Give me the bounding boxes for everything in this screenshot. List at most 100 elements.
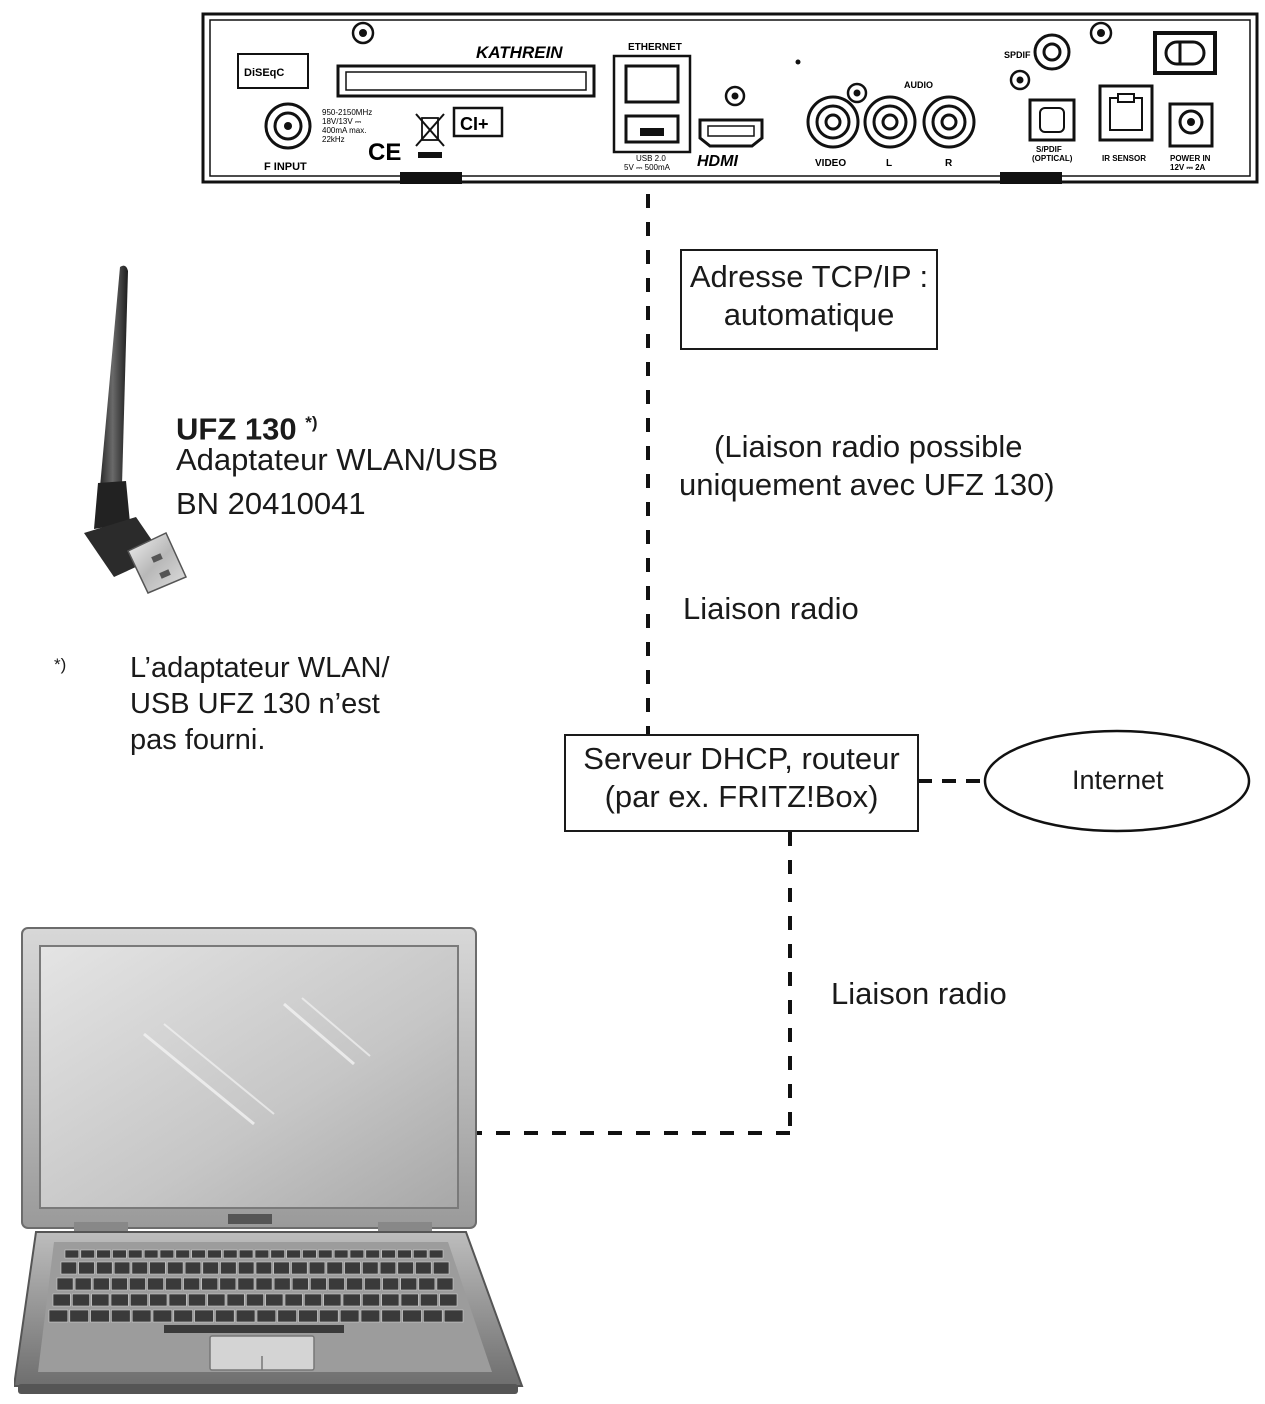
keyboard-key (308, 1261, 326, 1275)
keyboard-key (91, 1293, 110, 1307)
keyboard-key (183, 1277, 201, 1291)
keyboard-key (173, 1309, 193, 1323)
keyboard-key (439, 1293, 458, 1307)
keyboard-key (131, 1309, 152, 1323)
keyboard-key (319, 1309, 339, 1323)
keyboard-key (188, 1293, 206, 1307)
keyboard-key (69, 1309, 89, 1323)
tcp-ip-line1: Adresse TCP/IP : (689, 259, 929, 294)
keyboard-key (400, 1293, 419, 1307)
usb-power-label: 5V ⎓ 500mA (624, 163, 671, 172)
keyboard-key (64, 1249, 80, 1259)
keyboard-key (436, 1277, 454, 1291)
keyboard-key (326, 1261, 343, 1275)
keyboard-key (270, 1249, 285, 1259)
keyboard-key (397, 1261, 414, 1275)
router-line2: (par ex. FRITZ!Box) (604, 779, 879, 814)
ethernet-label: ETHERNET (628, 42, 682, 53)
keyboard-key (255, 1277, 273, 1291)
spdif-label: SPDIF (1004, 50, 1031, 60)
keyboard-key (238, 1249, 254, 1259)
diseqc-logo (237, 53, 309, 89)
keyboard-key (361, 1293, 380, 1307)
keyboard-key (255, 1261, 272, 1275)
keyboard-key (159, 1249, 175, 1259)
keyboard-key (273, 1261, 290, 1275)
weee-bin-icon (415, 113, 445, 158)
screw-icon (1009, 69, 1031, 91)
router-box: Serveur DHCP, routeur (par ex. FRITZ!Box… (564, 734, 919, 832)
keyboard-key (219, 1277, 237, 1291)
keyboard-key (419, 1293, 438, 1307)
keyboard-key (349, 1249, 365, 1259)
screw-icon (846, 82, 868, 104)
keyboard-key (291, 1261, 308, 1275)
keyboard-key (379, 1261, 397, 1275)
ce-mark: CE (368, 139, 401, 166)
card-slot (336, 64, 596, 98)
keyboard-key (96, 1249, 111, 1259)
keyboard-key (143, 1249, 159, 1259)
keyboard-key (346, 1277, 363, 1291)
adapter-model-name: UFZ 130 (176, 411, 297, 447)
keyboard-key (131, 1261, 148, 1275)
keyboard-key (202, 1261, 219, 1275)
receiver-rear-panel: DiSEqC KATHREIN F INPUT 950-2150MHz 18V/… (201, 12, 1259, 184)
keyboard-key (194, 1309, 214, 1323)
radio-link-label-upper: Liaison radio (683, 591, 859, 626)
keyboard-spacebar (164, 1325, 344, 1333)
keyboard-key (111, 1277, 128, 1291)
keyboard-key (344, 1261, 361, 1275)
keyboard-key (184, 1261, 202, 1275)
lnb-spec-line: 400mA max. (322, 126, 366, 135)
keyboard-key (237, 1277, 255, 1291)
keyboard-key (309, 1277, 327, 1291)
footnote-mark: *) (54, 655, 67, 674)
ci-plus-logo (452, 106, 504, 138)
keyboard-key (362, 1261, 379, 1275)
keyboard-key (56, 1277, 74, 1291)
audio-label: AUDIO (904, 80, 933, 90)
keyboard-key (207, 1249, 222, 1259)
receiver-inner-frame (209, 19, 1251, 177)
keyboard-key (238, 1261, 255, 1275)
keyboard-key (90, 1309, 110, 1323)
keyboard-key (96, 1261, 113, 1275)
audio-right-label: R (945, 158, 953, 169)
keyboard-key (256, 1309, 277, 1323)
optical-port (1028, 98, 1076, 142)
keyboard-key (223, 1249, 238, 1259)
router-line1: Serveur DHCP, routeur (583, 741, 900, 776)
keyboard-key (80, 1249, 95, 1259)
hdmi-label: HDMI (697, 153, 738, 170)
keyboard-key (277, 1309, 297, 1323)
spdif-optical-sublabel: (OPTICAL) (1032, 154, 1073, 163)
keyboard-key (265, 1293, 284, 1307)
keyboard-key (302, 1249, 317, 1259)
keyboard-key (365, 1249, 380, 1259)
ci-plus-text: CI+ (460, 114, 489, 134)
keyboard-key (415, 1261, 432, 1275)
keyboard-key (428, 1249, 444, 1259)
lnb-spec-line: 18V/13V ⎓ (322, 117, 362, 126)
radio-possible-line2: uniquement avec UFZ 130) (679, 467, 1055, 502)
adapter-order-number: BN 20410041 (176, 486, 366, 521)
keyboard-key (165, 1277, 182, 1291)
keyboard-key (129, 1277, 146, 1291)
keyboard-key (382, 1277, 400, 1291)
keyboard-key (149, 1261, 166, 1275)
diseqc-text: DiSEqC (244, 67, 284, 79)
keyboard-key (254, 1249, 270, 1259)
wlan-usb-adapter-image (84, 265, 188, 594)
keyboard-key (364, 1277, 381, 1291)
ethernet-port (624, 64, 680, 104)
keyboard-key (147, 1277, 164, 1291)
keyboard-key (273, 1277, 291, 1291)
keyboard-key (191, 1249, 206, 1259)
keyboard-key (130, 1293, 148, 1307)
internet-label: Internet (1072, 765, 1164, 795)
keyboard-key (201, 1277, 219, 1291)
audio-left-label: L (886, 158, 892, 169)
keyboard-key (291, 1277, 309, 1291)
